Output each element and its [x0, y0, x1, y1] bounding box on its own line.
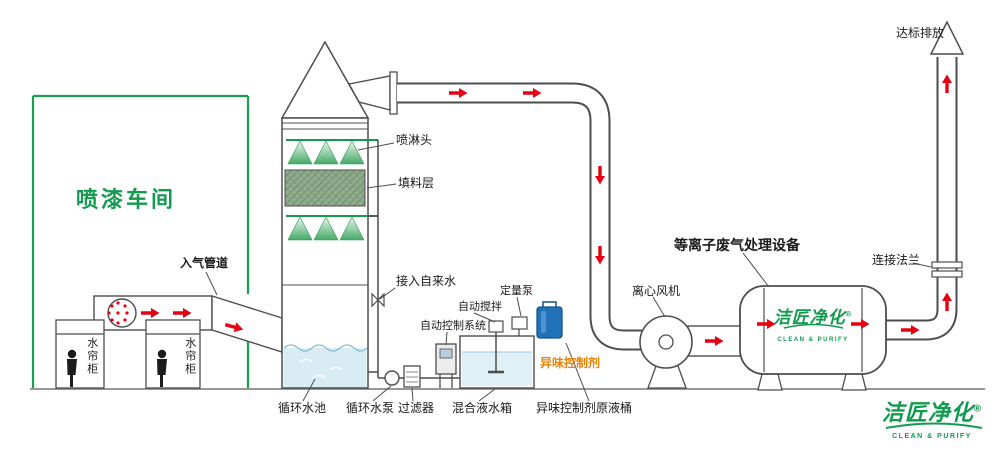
brand-name: 洁匠净化® — [772, 303, 854, 328]
brand-name-text: 洁匠净化 — [881, 400, 974, 425]
label-auto-stirring: 自动搅拌 — [458, 301, 502, 313]
scrubber-tower — [280, 40, 378, 389]
label-tap-water: 接入自来水 — [396, 274, 457, 288]
fan-impeller-icon — [107, 298, 137, 328]
tower-cone — [280, 40, 370, 119]
main-gas-pipe — [397, 82, 642, 351]
valve-icon — [371, 292, 385, 308]
up-arrow-outline-icon — [929, 20, 965, 55]
label-compliant-discharge: 达标排放 — [896, 26, 945, 40]
label-circulating-pool: 循环水池 — [278, 401, 327, 415]
water-curtain-cabinet-right — [145, 319, 201, 389]
registered-mark: ® — [845, 309, 853, 319]
brand-name-text: 洁匠净化 — [773, 308, 846, 327]
plasma-equipment-body — [739, 285, 887, 391]
leader-lines — [205, 142, 932, 402]
outlet-flange — [389, 71, 398, 115]
spray-header-top — [286, 139, 378, 165]
spray-cone-icon — [339, 140, 365, 165]
spray-cone-icon — [313, 216, 339, 241]
brand-name: 洁匠净化® — [876, 395, 988, 427]
registered-mark: ® — [973, 403, 983, 415]
brand-swoosh — [783, 323, 844, 329]
spray-cone-icon — [287, 140, 313, 165]
label-metering-pump: 定量泵 — [500, 285, 533, 297]
label-connecting-flange: 连接法兰 — [872, 253, 921, 267]
workshop-building-outline — [31, 94, 250, 388]
label-packing-layer: 填料层 — [398, 176, 435, 190]
centrifugal-fan — [639, 315, 743, 389]
circulating-water-pool — [283, 344, 368, 387]
packing-layer-block — [284, 169, 366, 207]
label-workshop: 喷漆车间 — [76, 187, 177, 212]
brand-swoosh — [885, 422, 983, 429]
spray-header-bottom — [286, 215, 378, 241]
label-plasma-equipment: 等离子废气处理设备 — [674, 237, 800, 253]
control-cabinet — [435, 343, 457, 388]
label-water-curtain-left: 水帘柜 — [85, 337, 98, 376]
label-circulating-pump: 循环水泵 — [346, 401, 395, 415]
label-centrifugal-fan: 离心风机 — [632, 284, 681, 298]
water-curtain-cabinet-left — [55, 319, 105, 389]
demister-lines — [282, 122, 368, 130]
metering-pump-box — [511, 316, 528, 336]
brand-logo-equipment: 洁匠净化® CLEAN & PURIFY — [772, 303, 854, 343]
label-water-curtain-right: 水帘柜 — [183, 337, 196, 376]
circulating-water-pump-icon — [384, 370, 400, 386]
filter-box — [403, 365, 421, 388]
stirrer — [488, 320, 504, 374]
label-inlet-duct: 入气管道 — [180, 256, 229, 270]
spray-cone-icon — [287, 216, 313, 241]
label-filter: 过滤器 — [398, 401, 435, 415]
label-mixing-tank: 混合液水箱 — [452, 401, 513, 415]
mixing-tank — [459, 335, 535, 389]
label-agent-barrel: 异味控制剂原液桶 — [536, 401, 633, 415]
spray-cone-icon — [339, 216, 365, 241]
spray-cone-icon — [313, 140, 339, 165]
stack-flange — [931, 261, 963, 278]
odor-agent-barrel — [536, 301, 563, 339]
label-spray-head: 喷淋头 — [396, 133, 433, 147]
label-auto-control: 自动控制系统 — [420, 320, 486, 332]
brand-logo-corner: 洁匠净化® CLEAN & PURIFY — [876, 395, 988, 440]
label-odor-agent: 异味控制剂 — [540, 356, 601, 370]
brand-slogan: CLEAN & PURIFY — [892, 433, 972, 440]
exhaust-stack-pipe — [884, 57, 958, 341]
brand-slogan: CLEAN & PURIFY — [777, 337, 849, 343]
